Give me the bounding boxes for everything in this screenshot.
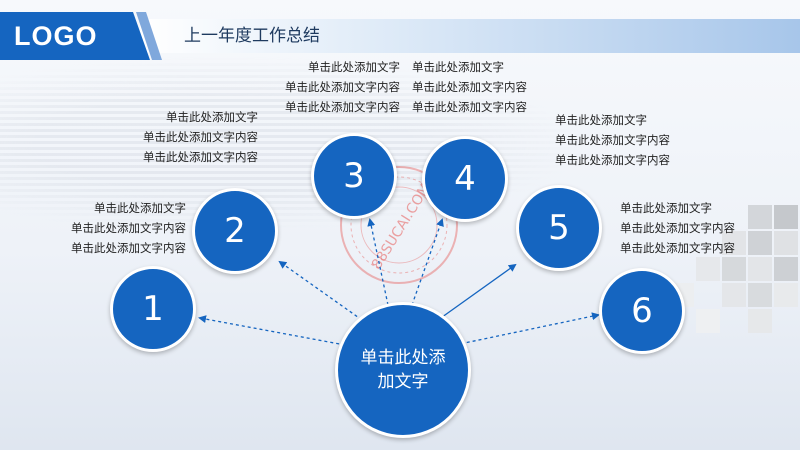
- node-6-line-1: 单击此处添加文字内容: [620, 221, 735, 235]
- node-1-line-1: 单击此处添加文字内容: [71, 221, 186, 235]
- node-4-text: 单击此处添加文字 单击此处添加文字内容 单击此处添加文字内容: [412, 57, 558, 117]
- node-3-number: 3: [343, 156, 365, 196]
- node-1-title: 单击此处添加文字: [94, 201, 186, 215]
- node-3-line-2: 单击此处添加文字内容: [285, 100, 400, 114]
- node-4-line-1: 单击此处添加文字内容: [412, 80, 527, 94]
- node-1-text: 单击此处添加文字 单击此处添加文字内容 单击此处添加文字内容: [40, 198, 186, 258]
- arrow-to-2: [278, 260, 363, 321]
- node-1-line-2: 单击此处添加文字内容: [71, 241, 186, 255]
- logo-box: [0, 12, 150, 60]
- node-3-line-1: 单击此处添加文字内容: [285, 80, 400, 94]
- node-2-number: 2: [224, 211, 246, 251]
- page-title: 上一年度工作总结: [184, 26, 320, 46]
- node-2-circle: 2: [192, 188, 278, 274]
- node-6-line-2: 单击此处添加文字内容: [620, 241, 735, 255]
- node-4-title: 单击此处添加文字: [412, 60, 504, 74]
- node-1-number: 1: [142, 289, 164, 329]
- node-4-circle: 4: [422, 136, 508, 222]
- arrow-to-5: [437, 263, 517, 321]
- logo: LOGO: [14, 21, 98, 51]
- node-5-title: 单击此处添加文字: [555, 113, 647, 127]
- node-3-text: 单击此处添加文字 单击此处添加文字内容 单击此处添加文字内容: [254, 57, 400, 117]
- node-5-number: 5: [548, 208, 570, 248]
- node-2-line-2: 单击此处添加文字内容: [143, 150, 258, 164]
- arrow-to-3: [367, 218, 389, 306]
- node-6-text: 单击此处添加文字 单击此处添加文字内容 单击此处添加文字内容: [620, 198, 766, 258]
- world-map-background: [0, 40, 800, 300]
- node-2-line-1: 单击此处添加文字内容: [143, 130, 258, 144]
- header-bar: [140, 19, 800, 53]
- node-3-title: 单击此处添加文字: [308, 60, 400, 74]
- node-5-text: 单击此处添加文字 单击此处添加文字内容 单击此处添加文字内容: [555, 110, 701, 170]
- node-4-line-2: 单击此处添加文字内容: [412, 100, 527, 114]
- node-1-circle: 1: [110, 266, 196, 352]
- node-5-circle: 5: [516, 185, 602, 271]
- node-2-text: 单击此处添加文字 单击此处添加文字内容 单击此处添加文字内容: [112, 107, 258, 167]
- center-label: 单击此处添加文字: [360, 348, 446, 392]
- node-6-circle: 6: [599, 268, 685, 354]
- node-6-title: 单击此处添加文字: [620, 201, 712, 215]
- node-5-line-2: 单击此处添加文字内容: [555, 153, 670, 167]
- center-circle: 单击此处添加文字: [335, 302, 471, 438]
- node-2-title: 单击此处添加文字: [166, 110, 258, 124]
- node-6-number: 6: [631, 291, 653, 331]
- arrow-to-1: [198, 315, 346, 346]
- node-5-line-1: 单击此处添加文字内容: [555, 133, 670, 147]
- node-4-number: 4: [454, 159, 476, 199]
- arrow-to-4: [411, 218, 444, 306]
- arrow-to-6: [454, 312, 600, 346]
- node-3-circle: 3: [311, 133, 397, 219]
